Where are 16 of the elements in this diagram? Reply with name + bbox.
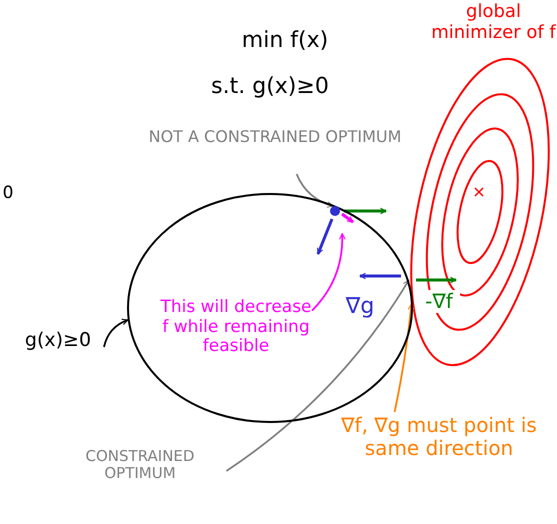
leader-arrow	[296, 174, 334, 208]
leader-arrow	[394, 303, 414, 412]
axis-label: 0	[2, 184, 14, 204]
annotation-text: ∇f, ∇g must point is same direction	[328, 414, 550, 518]
annotation-text: global minimizer of f	[430, 2, 557, 44]
leader-arrow	[311, 233, 346, 312]
callout-label: NOT A CONSTRAINED OPTIMUM	[140, 128, 410, 174]
formula-text: s.t. g(x)≥0	[210, 74, 330, 100]
constraint-label: g(x)≥0	[12, 330, 104, 364]
leader-arrow	[226, 280, 410, 472]
point-marker	[330, 206, 340, 216]
formula-text: min f(x)	[240, 28, 330, 54]
gradient-label: ∇g	[344, 294, 376, 320]
callout-label: CONSTRAINED OPTIMUM	[50, 448, 230, 494]
annotation-text: This will decrease f while remaining feasible	[160, 298, 312, 382]
leader-arrow	[103, 318, 128, 348]
